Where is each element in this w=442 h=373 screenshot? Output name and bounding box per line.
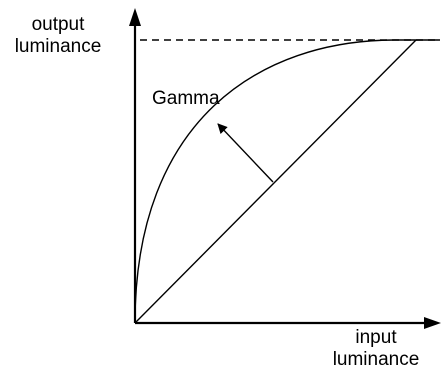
y-axis-arrowhead <box>129 8 141 26</box>
x-axis-label-line2: luminance <box>332 349 420 370</box>
x-axis-label-line1: input <box>355 327 397 348</box>
y-axis-label-line1: output <box>31 14 85 35</box>
gamma-curve <box>134 39 440 324</box>
gamma-arrow <box>217 123 274 183</box>
x-axis-arrowhead <box>424 317 441 329</box>
x-axis-label: input luminance <box>312 327 440 371</box>
y-axis-label: output luminance <box>2 14 114 58</box>
y-axis-label-line2: luminance <box>14 36 102 57</box>
linear-diagonal-line <box>134 39 417 324</box>
gamma-curve-label: Gamma <box>152 88 220 109</box>
